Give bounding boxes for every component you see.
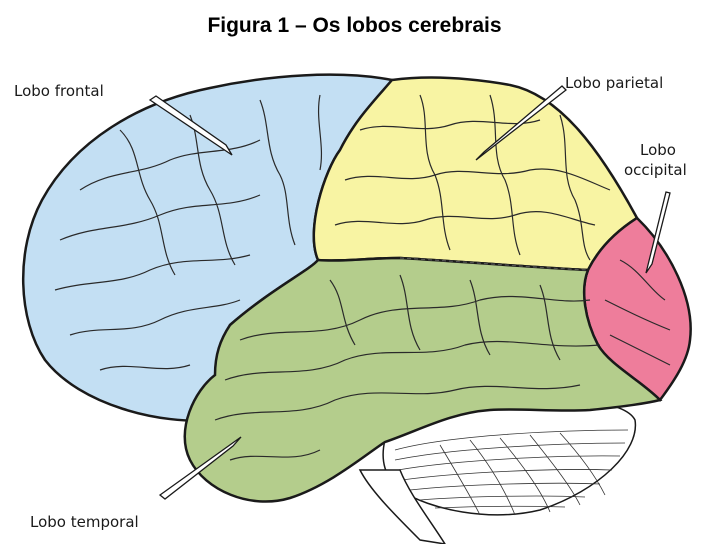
label-temporal: Lobo temporal: [30, 513, 139, 531]
label-parietal: Lobo parietal: [565, 74, 663, 92]
label-occipital-line1: Lobo: [640, 141, 676, 159]
label-frontal: Lobo frontal: [14, 82, 104, 100]
label-occipital-line2: occipital: [624, 161, 687, 179]
